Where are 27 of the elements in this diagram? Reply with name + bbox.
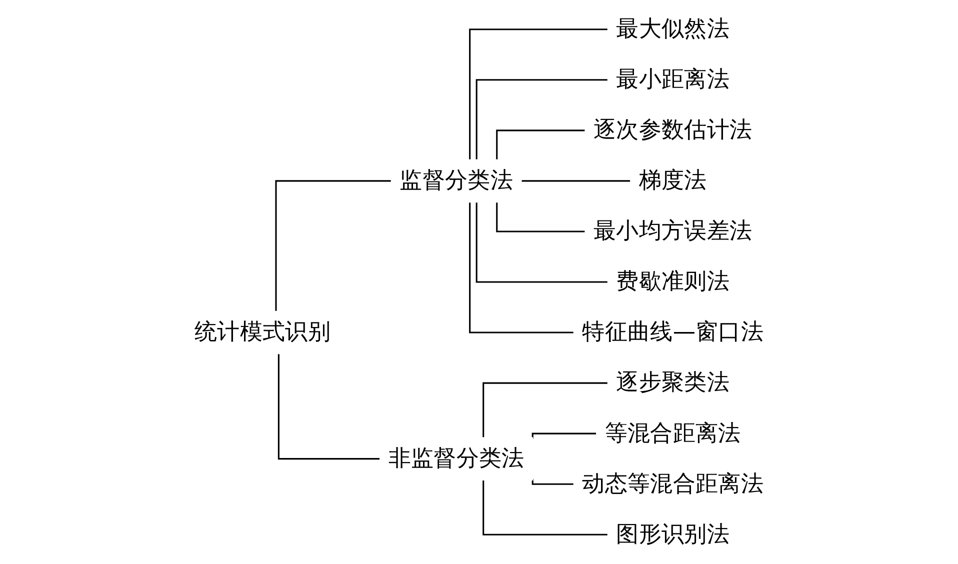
node-text: 最小均方误差法 [593,218,752,244]
node-text: 逐步聚类法 [616,370,730,396]
node-text: 逐次参数估计法 [593,118,752,144]
connector [532,478,574,485]
connector [275,180,392,312]
connector [476,202,608,283]
node-text: 最大似然法 [616,16,730,42]
node-text: 费歇准则法 [616,269,730,295]
node-text: 梯度法 [638,168,707,194]
node-text: 等混合距离法 [604,420,741,446]
node-text: 最小距离法 [616,67,730,93]
node-text: 动态等混合距离法 [582,471,764,497]
node-text: 图形识别法 [616,522,730,548]
connector [482,382,608,438]
connector [496,202,586,232]
node-text: 统计模式识别 [194,320,331,346]
connector [496,130,586,160]
node-text: 非监督分类法 [388,446,524,472]
connector [476,79,608,160]
connector [532,432,597,439]
connector [469,28,608,160]
connector [278,354,380,460]
connector [469,202,574,334]
connector [520,180,631,182]
node-text: 监督分类法 [400,168,514,194]
connector [482,480,608,536]
node-text: 特征曲线—窗口法 [582,320,764,346]
